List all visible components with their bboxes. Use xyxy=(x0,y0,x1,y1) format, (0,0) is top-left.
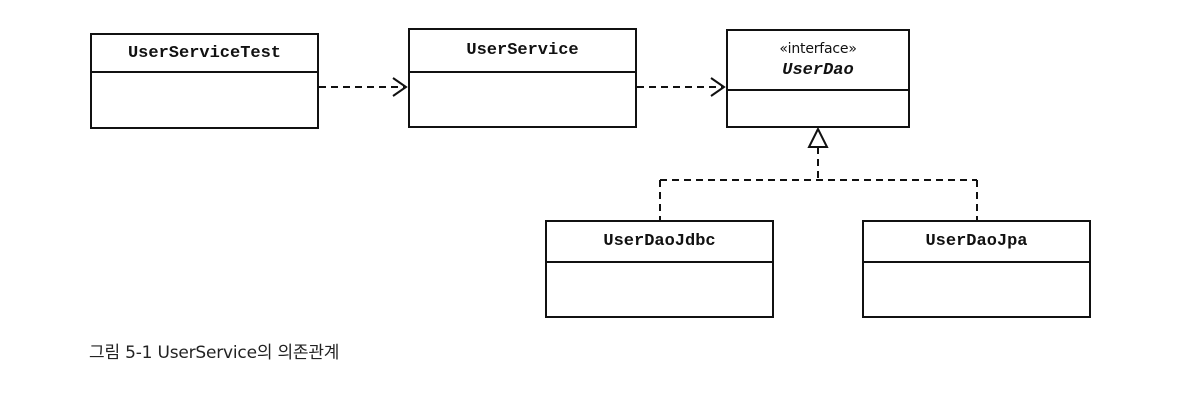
class-user-service: UserService xyxy=(408,28,637,128)
class-name: UserService xyxy=(410,30,635,73)
class-name: UserServiceTest xyxy=(92,35,317,73)
interface-stereotype: «interface» xyxy=(779,40,857,57)
class-user-service-test: UserServiceTest xyxy=(90,33,319,129)
class-name-section: «interface» UserDao xyxy=(728,31,908,91)
realization-connector xyxy=(659,126,978,220)
realization-triangle-icon xyxy=(807,126,829,148)
class-name: UserDaoJdbc xyxy=(547,222,772,263)
class-name: UserDao xyxy=(782,60,854,80)
class-user-dao: «interface» UserDao xyxy=(726,29,910,128)
dependency-arrow-test-to-service xyxy=(319,77,408,97)
figure-caption: 그림 5-1 UserService의 의존관계 xyxy=(89,343,340,363)
class-user-dao-jpa: UserDaoJpa xyxy=(862,220,1091,318)
dependency-arrow-service-to-dao xyxy=(637,77,726,97)
class-user-dao-jdbc: UserDaoJdbc xyxy=(545,220,774,318)
class-name: UserDaoJpa xyxy=(864,222,1089,263)
